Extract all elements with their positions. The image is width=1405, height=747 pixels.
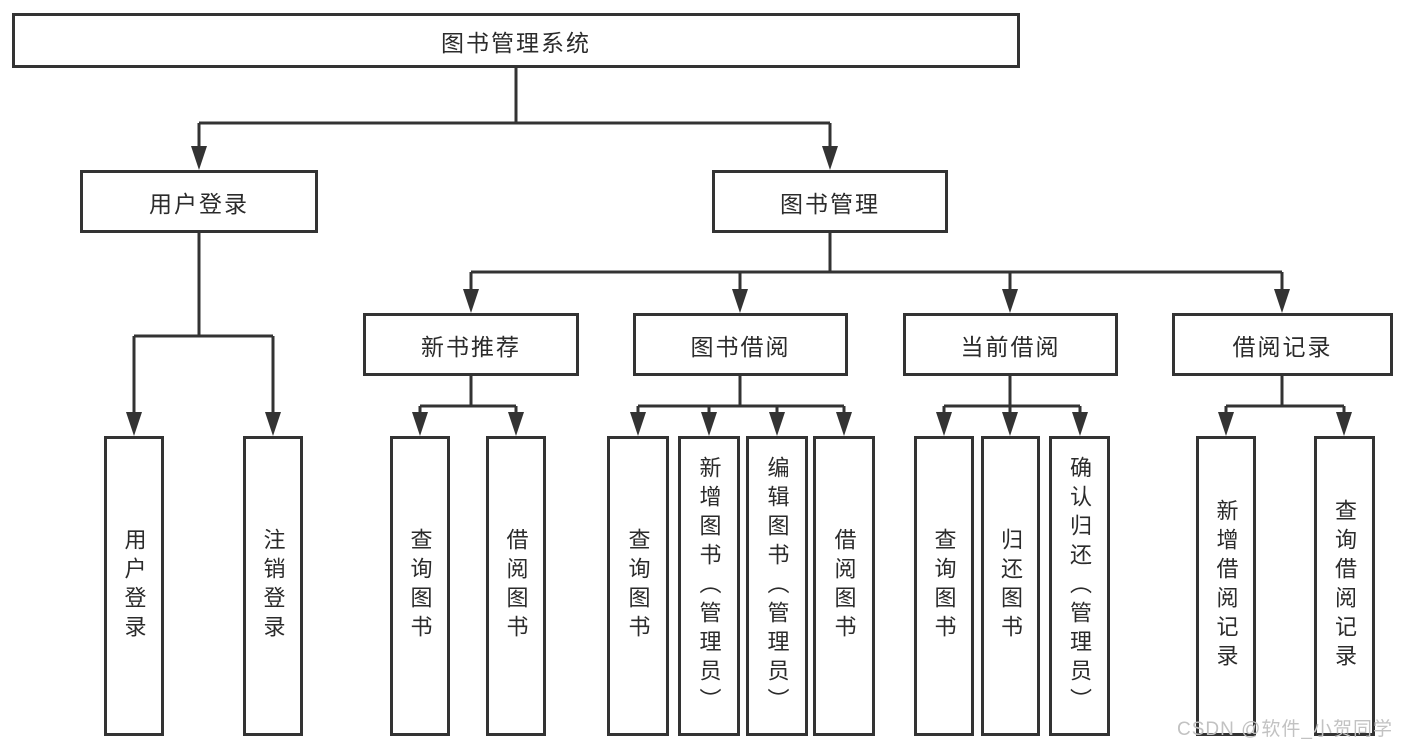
leaf-edit-books-admin: 编辑图书（管理员） (746, 436, 808, 736)
csdn-watermark: CSDN @软件_小贺同学 (1177, 719, 1393, 740)
arrow-icon (822, 146, 838, 170)
node-label: 归还图书 (998, 528, 1024, 644)
leaf-borrow-books-recommend: 借阅图书 (486, 436, 546, 736)
arrow-icon (630, 412, 646, 436)
arrow-icon (1336, 412, 1352, 436)
leaf-add-borrow-record: 新增借阅记录 (1196, 436, 1256, 736)
node-label: 借阅图书 (831, 528, 857, 644)
leaf-logout: 注销登录 (243, 436, 303, 736)
node-label: 当前借阅 (960, 333, 1061, 360)
node-label: 编辑图书（管理员） (764, 455, 790, 717)
leaf-query-books-recommend: 查询图书 (390, 436, 450, 736)
arrow-icon (732, 289, 748, 313)
node-label: 图书管理系统 (441, 29, 591, 56)
arrow-icon (126, 412, 142, 436)
node-label: 新书推荐 (421, 333, 521, 360)
node-user-login: 用户登录 (80, 170, 318, 233)
node-label: 查询图书 (407, 528, 433, 644)
arrow-icon (412, 412, 428, 436)
arrow-icon (701, 412, 717, 436)
leaf-user-login: 用户登录 (104, 436, 164, 736)
node-label: 用户登录 (121, 528, 147, 644)
node-label: 用户登录 (149, 190, 249, 217)
arrow-icon (265, 412, 281, 436)
leaf-confirm-return-admin: 确认归还（管理员） (1049, 436, 1110, 736)
leaf-query-books-current: 查询图书 (914, 436, 974, 736)
leaf-return-books: 归还图书 (981, 436, 1040, 736)
node-current-borrowing: 当前借阅 (903, 313, 1118, 376)
arrow-icon (769, 412, 785, 436)
node-label: 查询借阅记录 (1332, 499, 1358, 673)
arrow-icon (836, 412, 852, 436)
arrow-icon (1072, 412, 1088, 436)
leaf-query-borrow-record: 查询借阅记录 (1314, 436, 1375, 736)
arrow-icon (1218, 412, 1234, 436)
arrow-icon (191, 146, 207, 170)
node-root-system: 图书管理系统 (12, 13, 1020, 68)
node-label: 图书管理 (780, 190, 880, 217)
node-label: 新增图书（管理员） (696, 455, 722, 717)
node-label: 查询图书 (931, 528, 957, 644)
leaf-borrow-books: 借阅图书 (813, 436, 875, 736)
node-label: 新增借阅记录 (1213, 499, 1239, 673)
arrowheads (126, 146, 1352, 436)
node-label: 注销登录 (260, 528, 286, 644)
arrow-icon (1002, 412, 1018, 436)
leaf-query-books-borrow: 查询图书 (607, 436, 669, 736)
arrow-icon (1002, 289, 1018, 313)
node-label: 查询图书 (625, 528, 651, 644)
node-label: 确认归还（管理员） (1067, 455, 1093, 717)
node-new-book-recommend: 新书推荐 (363, 313, 579, 376)
node-book-management: 图书管理 (712, 170, 948, 233)
node-label: 图书借阅 (690, 333, 791, 360)
node-book-borrowing: 图书借阅 (633, 313, 848, 376)
leaf-add-books-admin: 新增图书（管理员） (678, 436, 740, 736)
node-borrow-records: 借阅记录 (1172, 313, 1393, 376)
arrow-icon (463, 289, 479, 313)
node-label: 借阅记录 (1232, 333, 1333, 360)
arrow-icon (508, 412, 524, 436)
node-label: 借阅图书 (503, 528, 529, 644)
arrow-icon (936, 412, 952, 436)
arrow-icon (1274, 289, 1290, 313)
